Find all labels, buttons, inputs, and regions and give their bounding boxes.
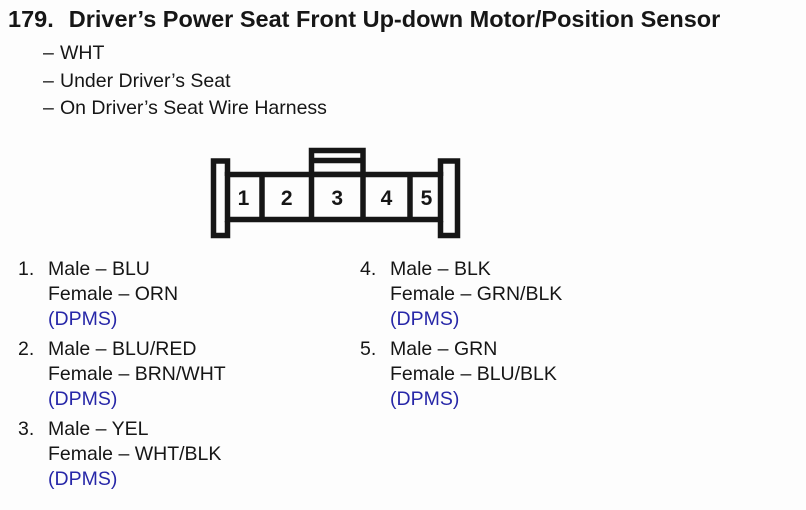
male-wire-color: Male – BLU [48,258,150,280]
pin-entry-number: 2. [18,338,35,360]
circuit-abbreviation: (DPMS) [390,308,460,330]
pin-entry-wires: Male – YEL Female – WHT/BLK (DPMS) [48,417,221,492]
connector-right-flange [437,158,461,239]
male-wire-color: Male – YEL [48,418,149,440]
circuit-abbreviation: (DPMS) [48,308,118,330]
pin-entry-wires: Male – GRN Female – BLU/BLK (DPMS) [390,337,557,412]
item-number: 179. [8,6,54,32]
female-wire-color: Female – ORN [48,283,179,305]
pin-list-right: 4. Male – BLK Female – GRN/BLK (DPMS) 5.… [360,257,562,417]
pin-entry-number: 1. [18,258,35,280]
female-wire-color: Female – GRN/BLK [390,283,563,305]
detail-text: WHT [60,42,105,64]
pin-entry-wires: Male – BLU/RED Female – BRN/WHT (DPMS) [48,337,226,412]
pin-entry-1: 1. Male – BLU Female – ORN (DPMS) [18,257,226,332]
dash-glyph: – [43,97,54,119]
pin-list-left: 1. Male – BLU Female – ORN (DPMS) 2. Mal… [18,257,226,497]
page-title: 179. Driver’s Power Seat Front Up-down M… [8,5,720,33]
detail-text: On Driver’s Seat Wire Harness [60,97,327,119]
pin-entry-3: 3. Male – YEL Female – WHT/BLK (DPMS) [18,417,226,492]
female-wire-color: Female – BLU/BLK [390,363,557,385]
pin-number-4: 4 [381,187,393,210]
detail-line-harness: – On Driver’s Seat Wire Harness [43,95,327,123]
pin-entry-wires: Male – BLK Female – GRN/BLK (DPMS) [390,257,562,332]
female-wire-color: Female – WHT/BLK [48,443,222,465]
male-wire-color: Male – GRN [390,338,498,360]
connector-diagram: 1 2 3 4 5 [210,147,461,239]
circuit-abbreviation: (DPMS) [48,468,118,490]
pin-entry-4: 4. Male – BLK Female – GRN/BLK (DPMS) [360,257,562,332]
detail-text: Under Driver’s Seat [60,69,231,92]
dash-glyph: – [43,42,54,64]
detail-line-location: – Under Driver’s Seat [43,68,327,96]
detail-line-color: – WHT [43,40,327,68]
circuit-abbreviation: (DPMS) [48,388,118,410]
pin-entry-5: 5. Male – GRN Female – BLU/BLK (DPMS) [360,337,562,412]
male-wire-color: Male – BLU/RED [48,338,197,360]
pin-number-2: 2 [281,187,293,210]
circuit-abbreviation: (DPMS) [390,388,460,410]
connector-title: Driver’s Power Seat Front Up-down Motor/… [68,6,721,32]
pin-entry-wires: Male – BLU Female – ORN (DPMS) [48,257,178,332]
pin-entry-number: 4. [360,258,377,280]
pin-number-1: 1 [238,187,250,210]
male-wire-color: Male – BLK [390,258,491,280]
pin-entry-2: 2. Male – BLU/RED Female – BRN/WHT (DPMS… [18,337,226,412]
dash-glyph: – [43,69,54,92]
pin-number-5: 5 [421,187,433,210]
female-wire-color: Female – BRN/WHT [48,363,226,385]
pin-number-3: 3 [331,187,343,210]
pin-entry-number: 3. [18,418,35,440]
connector-details: – WHT – Under Driver’s Seat – On Driver’… [43,40,327,123]
connector-left-flange [210,158,231,239]
pin-entry-number: 5. [360,338,377,360]
